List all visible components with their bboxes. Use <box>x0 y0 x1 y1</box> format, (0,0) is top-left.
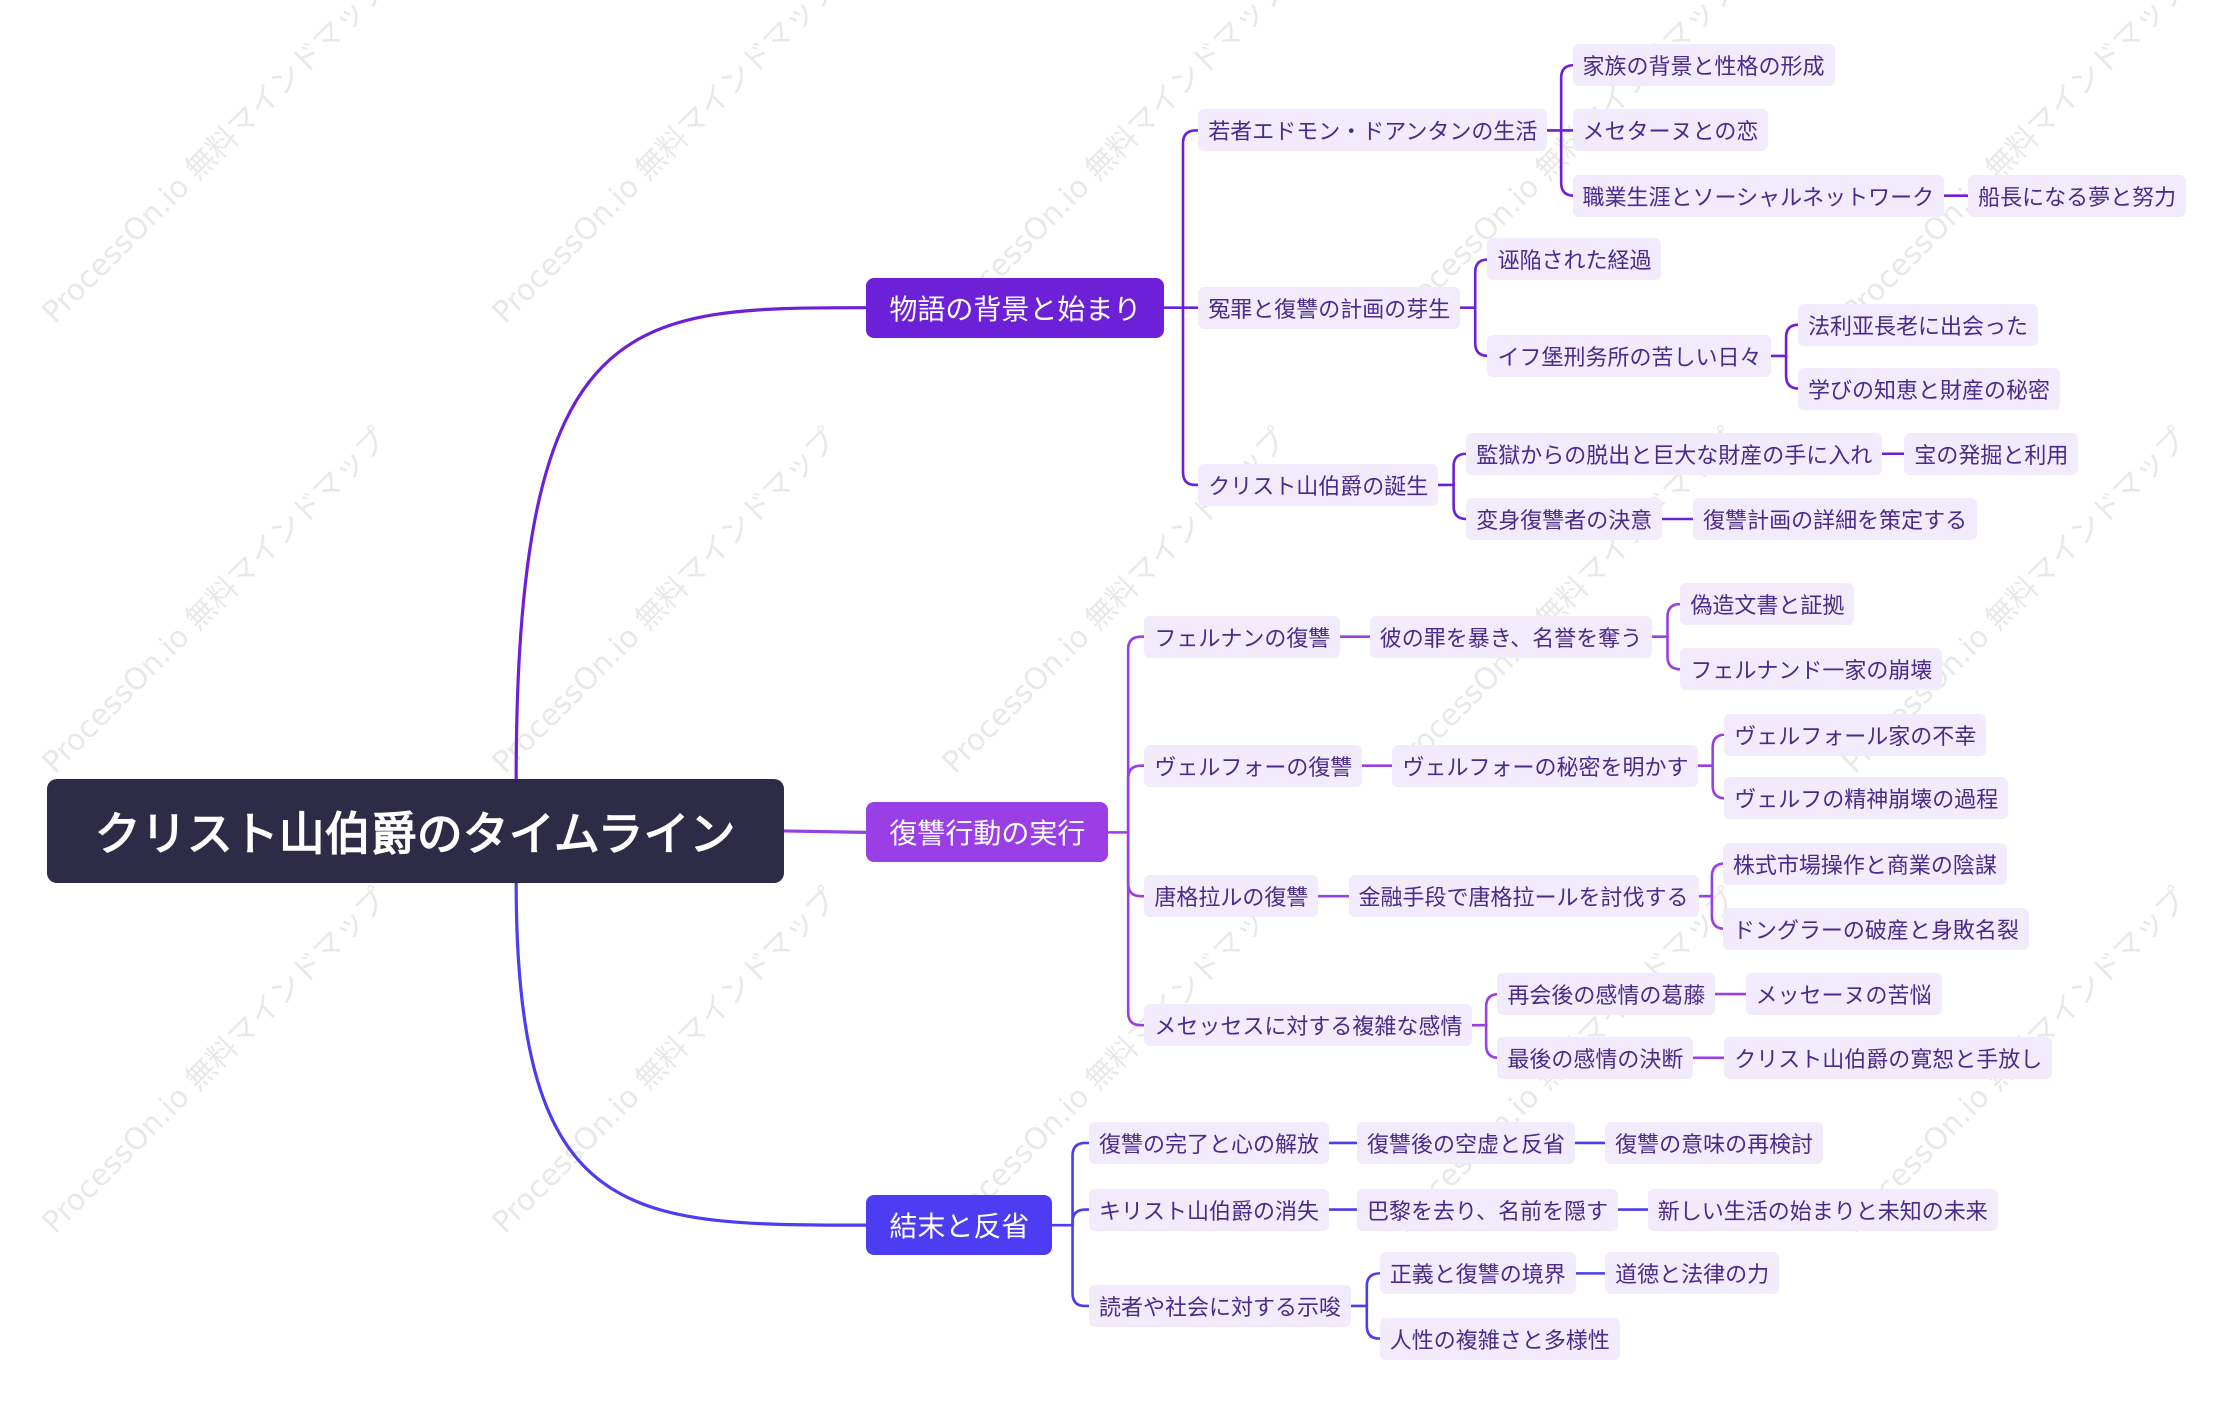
subtopic-node[interactable]: 新しい生活の始まりと未知の未来 <box>1647 1188 1998 1231</box>
root-node[interactable]: クリスト山伯爵のタイムライン <box>46 778 784 883</box>
subtopic-node[interactable]: 人性の複雑さと多様性 <box>1379 1317 1620 1360</box>
watermark-text: ProcessOn.io 無料マインドマップ <box>485 881 845 1241</box>
connector-line <box>1452 452 1468 487</box>
watermark-text: ProcessOn.io 無料マインドマップ <box>485 0 845 331</box>
topic-node[interactable]: メセッセスに対する複雑な感情 <box>1144 1004 1473 1047</box>
subtopic-node[interactable]: 復讐計画の詳細を策定する <box>1693 497 1978 540</box>
subtopic-node[interactable]: 巴黎を去り、名前を隠す <box>1357 1188 1619 1231</box>
topic-node[interactable]: ヴェルフォーの復讐 <box>1144 744 1363 787</box>
connector-line <box>1071 1141 1091 1227</box>
connector-line <box>1126 635 1146 834</box>
branch-connector <box>514 881 868 1227</box>
topic-node[interactable]: 若者エドモン・ドアンタンの生活 <box>1198 109 1548 152</box>
connector-line <box>1784 323 1800 358</box>
subtopic-node[interactable]: ドングラーの破産と身敗名裂 <box>1722 907 2029 950</box>
connector-line <box>1071 1208 1091 1227</box>
connector-line <box>1666 635 1682 671</box>
subtopic-node[interactable]: 偽造文書と証拠 <box>1680 583 1855 626</box>
subtopic-node[interactable]: 彼の罪を暴き、名誉を奪う <box>1369 615 1653 658</box>
connector-line <box>1126 764 1146 834</box>
subtopic-node[interactable]: メッセーヌの苦悩 <box>1745 973 1942 1016</box>
watermark-text: ProcessOn.io 無料マインドマップ <box>35 421 395 781</box>
subtopic-node[interactable]: ヴェルフォール家の不幸 <box>1724 713 1987 756</box>
connector-line <box>1181 129 1200 310</box>
subtopic-node[interactable]: フェルナンド一家の崩壊 <box>1680 648 1943 691</box>
watermark-text: ProcessOn.io 無料マインドマップ <box>35 881 395 1241</box>
subtopic-node[interactable]: イフ堡刑务所の苦しい日々 <box>1487 334 1772 377</box>
branch-node[interactable]: 復讐行動の実行 <box>866 802 1109 863</box>
connector-line <box>1365 1304 1382 1340</box>
subtopic-node[interactable]: 宝の発掘と利用 <box>1904 432 2079 475</box>
subtopic-node[interactable]: 正義と復讐の境界 <box>1379 1252 1576 1295</box>
topic-node[interactable]: フェルナンの復讐 <box>1144 615 1341 658</box>
subtopic-node[interactable]: ヴェルフの精神崩壊の過程 <box>1724 777 2009 820</box>
subtopic-node[interactable]: 監獄からの脱出と巨大な財産の手に入れ <box>1466 432 1883 475</box>
subtopic-node[interactable]: 再会後の感情の葛藤 <box>1497 973 1716 1016</box>
branch-node[interactable]: 結末と反省 <box>866 1195 1053 1256</box>
subtopic-node[interactable]: 诬陥された経過 <box>1487 238 1662 281</box>
connector-line <box>1452 483 1468 521</box>
subtopic-node[interactable]: 復讐の意味の再検討 <box>1605 1121 1824 1164</box>
subtopic-node[interactable]: 船長になる夢と努力 <box>1968 174 2187 217</box>
topic-node[interactable]: 唐格拉ルの復讐 <box>1144 875 1319 918</box>
subtopic-node[interactable]: メセターヌとの恋 <box>1572 109 1769 152</box>
connector-line <box>1365 1272 1382 1308</box>
connector-line <box>1181 306 1200 487</box>
watermark-text: ProcessOn.io 無料マインドマップ <box>935 881 1295 1241</box>
subtopic-node[interactable]: 最後の感情の決断 <box>1497 1036 1694 1079</box>
connector-line <box>1666 602 1682 638</box>
watermark-text: ProcessOn.io 無料マインドマップ <box>485 421 845 781</box>
watermark-text: ProcessOn.io 無料マインドマップ <box>1835 0 2195 331</box>
branch-connector <box>514 306 868 781</box>
subtopic-node[interactable]: ヴェルフォーの秘密を明かす <box>1392 744 1699 787</box>
subtopic-node[interactable]: クリスト山伯爵の寛恕と手放し <box>1724 1036 2053 1079</box>
topic-node[interactable]: キリスト山伯爵の消失 <box>1089 1188 1330 1231</box>
topic-node[interactable]: 冤罪と復讐の計画の芽生 <box>1198 286 1461 329</box>
connector-line <box>1126 831 1146 898</box>
connector-line <box>1784 354 1800 390</box>
subtopic-node[interactable]: 学びの知恵と財産の秘密 <box>1798 367 2061 410</box>
subtopic-node[interactable]: 株式市場操作と商業の陰謀 <box>1722 842 2007 885</box>
topic-node[interactable]: 読者や社会に対する示唆 <box>1089 1284 1352 1327</box>
subtopic-node[interactable]: 復讐後の空虚と反省 <box>1357 1121 1576 1164</box>
subtopic-node[interactable]: 変身復讐者の決意 <box>1466 497 1663 540</box>
subtopic-node[interactable]: 道徳と法律の力 <box>1605 1252 1780 1295</box>
branch-node[interactable]: 物語の背景と始まり <box>866 277 1165 338</box>
connector-line <box>1126 831 1146 1027</box>
topic-node[interactable]: クリスト山伯爵の誕生 <box>1198 463 1439 506</box>
subtopic-node[interactable]: 法利亚長老に出会った <box>1798 303 2039 346</box>
branch-connector <box>782 829 868 834</box>
topic-node[interactable]: 復讐の完了と心の解放 <box>1089 1121 1330 1164</box>
connector-line <box>1473 306 1489 358</box>
subtopic-node[interactable]: 職業生涯とソーシャルネットワーク <box>1572 174 1945 217</box>
subtopic-node[interactable]: 家族の背景と性格の形成 <box>1572 44 1835 87</box>
connector-line <box>1473 258 1489 310</box>
subtopic-node[interactable]: 金融手段で唐格拉ールを討伐する <box>1348 875 1699 918</box>
connector-line <box>1071 1223 1091 1308</box>
watermark-text: ProcessOn.io 無料マインドマップ <box>35 0 395 331</box>
